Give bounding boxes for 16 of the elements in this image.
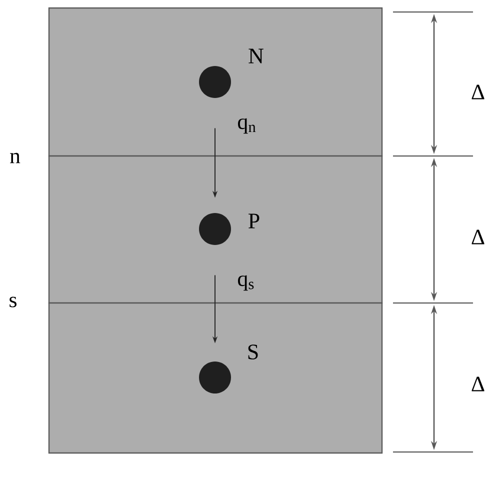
cell-box	[48, 7, 383, 157]
point-label: N	[248, 48, 264, 64]
dimension-label: Δ	[472, 84, 484, 100]
dimension-label: Δ	[472, 230, 484, 244]
cell-box	[48, 155, 383, 304]
point-label: S	[248, 344, 258, 360]
edge-label: q$_{n}$	[238, 118, 256, 134]
dimension-label: Δ	[472, 376, 484, 392]
point-label: P	[248, 214, 260, 228]
grid-point	[199, 213, 231, 245]
face-label: n	[10, 152, 20, 164]
grid-point	[199, 66, 231, 98]
cell-box	[48, 302, 383, 454]
face-label: s	[10, 296, 16, 308]
grid-point	[199, 362, 231, 394]
edge-label: q$_{s}$	[238, 275, 254, 291]
